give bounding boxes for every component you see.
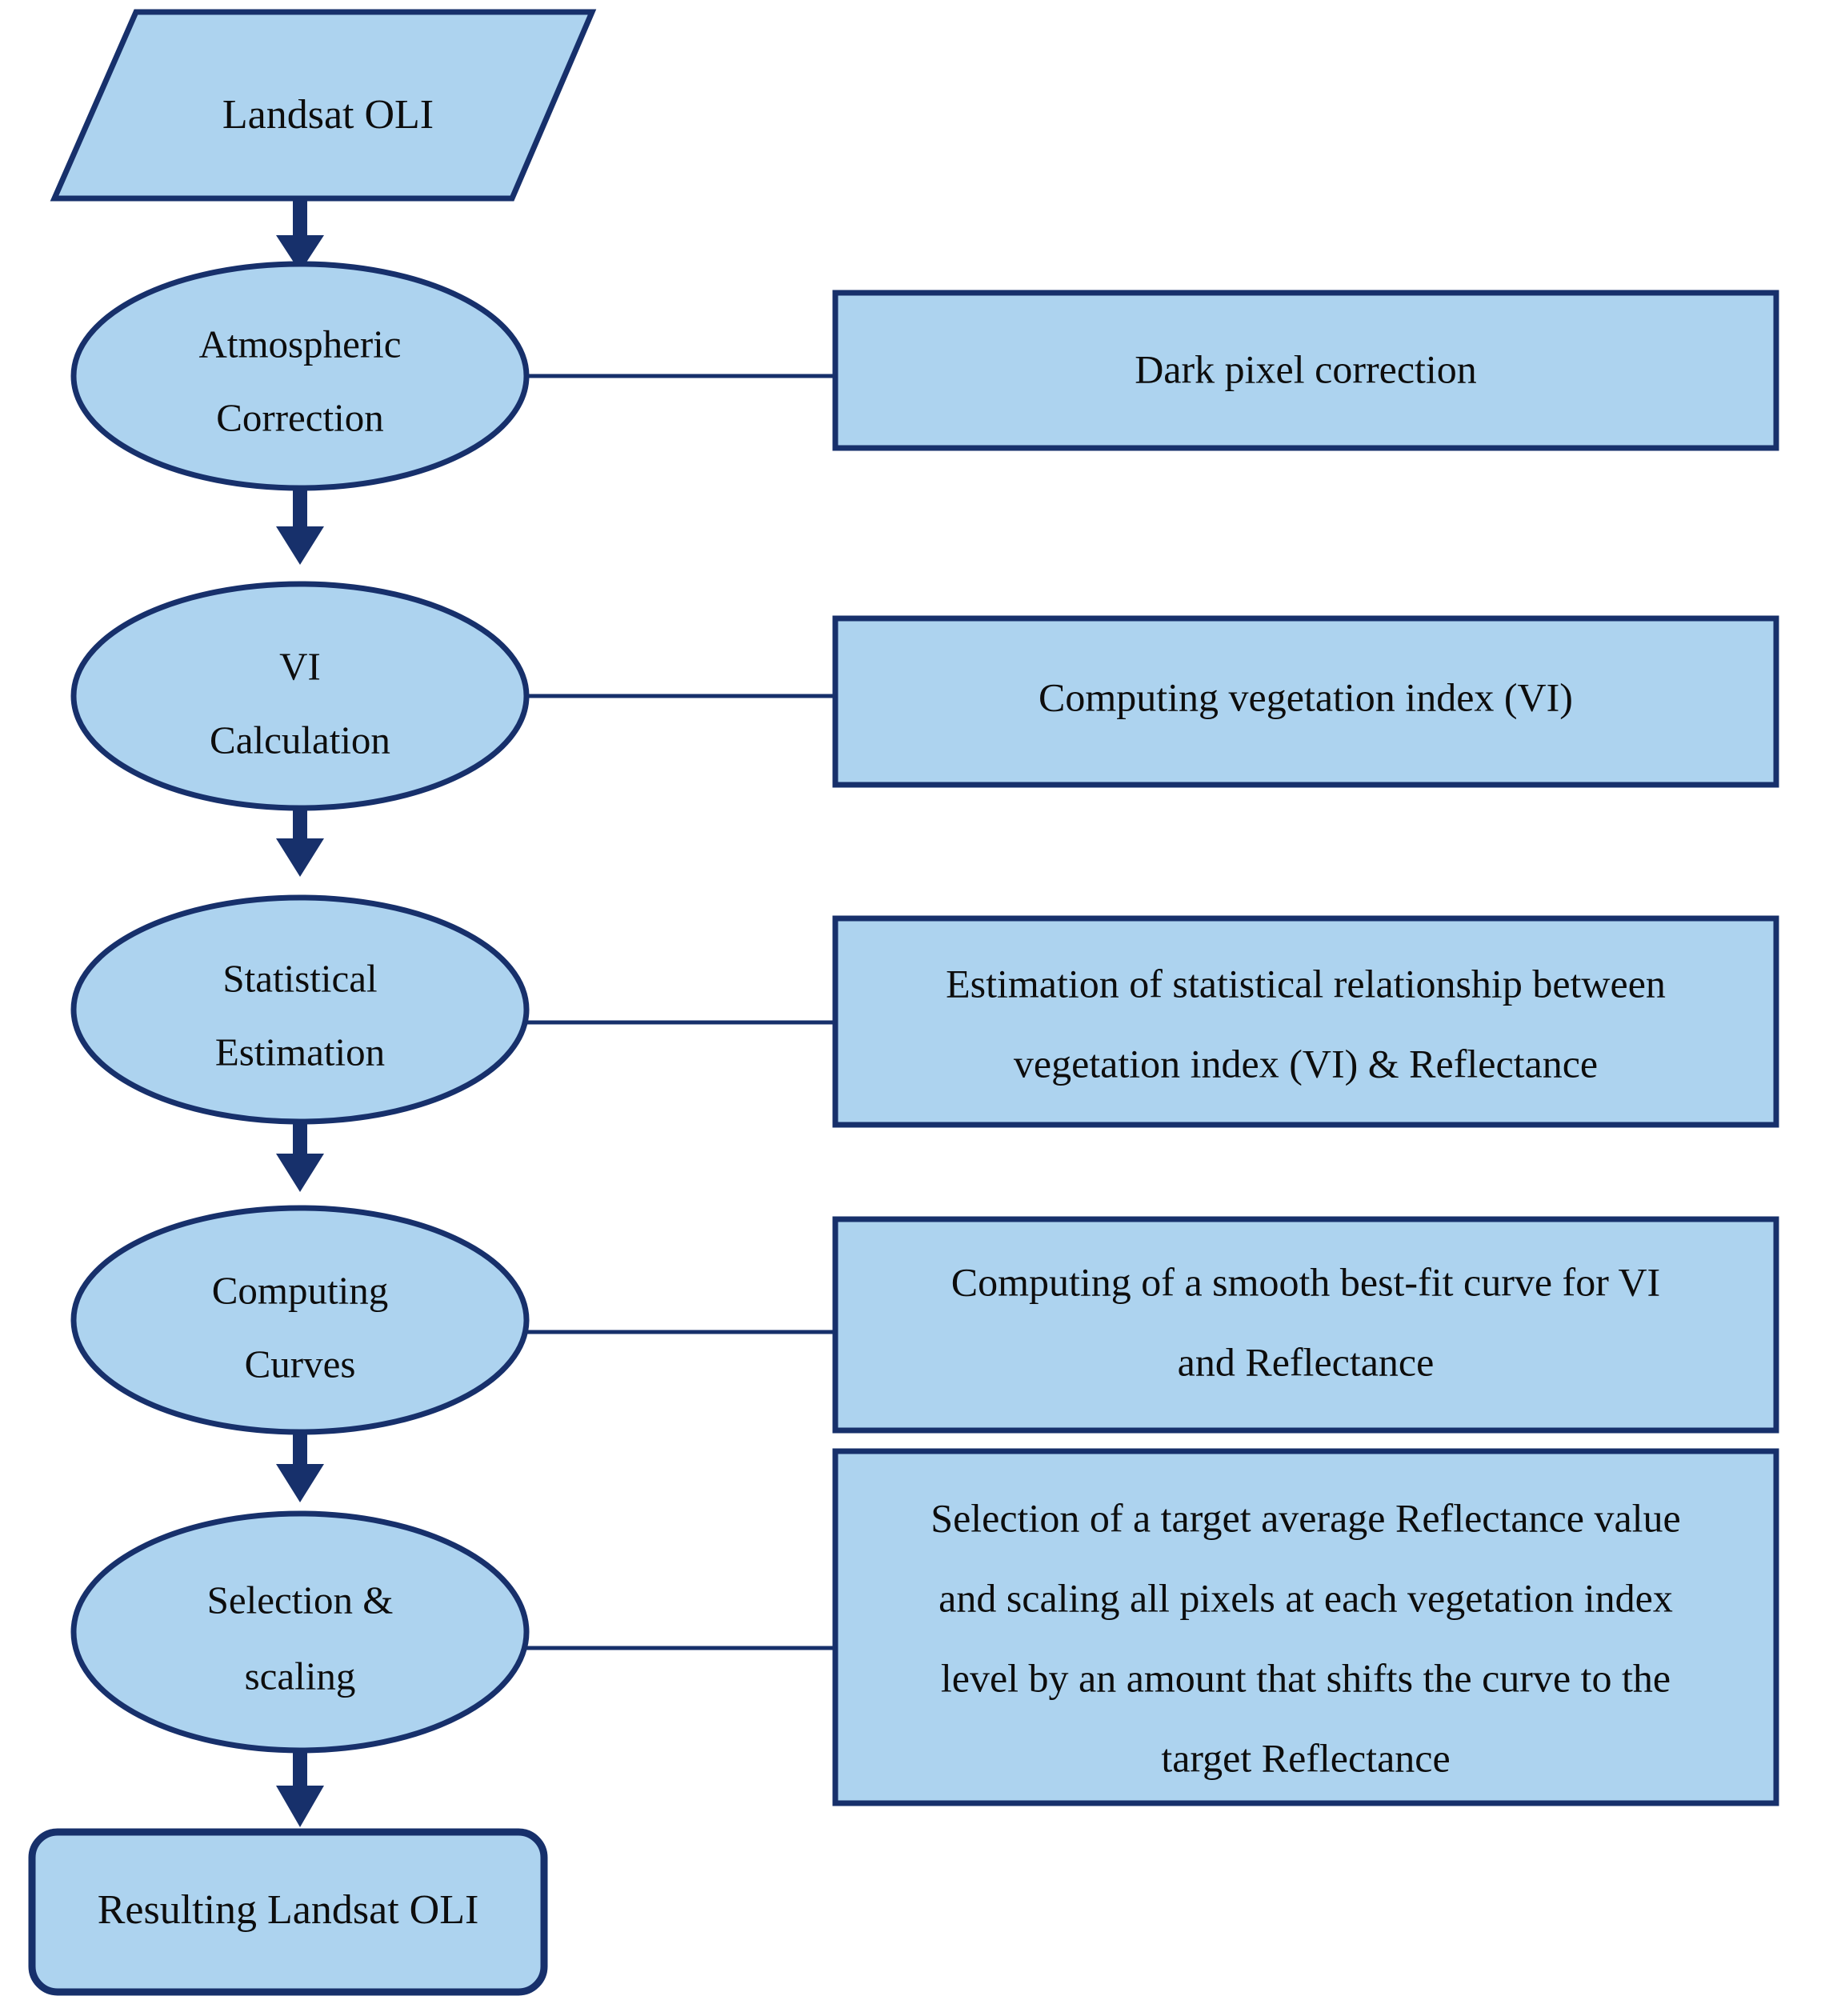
block-arrow-glyph bbox=[276, 1120, 324, 1192]
node-label-step-1-line-2: Correction bbox=[216, 395, 384, 439]
node-label-step-3-line-1: Statistical bbox=[222, 956, 377, 1000]
detail-box-1[interactable]: Dark pixel correction bbox=[832, 290, 1779, 451]
detail-box-3-line-1: Estimation of statistical relationship b… bbox=[946, 961, 1666, 1006]
arrow-down-5 bbox=[276, 1430, 324, 1502]
detail-box-4[interactable]: Computing of a smooth best-fit curve for… bbox=[832, 1216, 1779, 1434]
arrow-down-6 bbox=[276, 1749, 324, 1827]
detail-box-5-line-1: Selection of a target average Reflectanc… bbox=[931, 1495, 1680, 1540]
detail-box-5-line-3: level by an amount that shifts the curve… bbox=[941, 1655, 1671, 1700]
block-arrow-glyph bbox=[276, 486, 324, 565]
detail-box-3[interactable]: Estimation of statistical relationship b… bbox=[832, 915, 1779, 1128]
node-label-step-2-line-2: Calculation bbox=[210, 718, 390, 762]
detail-box-3-line-2: vegetation index (VI) & Reflectance bbox=[1014, 1041, 1598, 1086]
node-label-step-2-line-1: VI bbox=[279, 644, 321, 688]
node-step-2[interactable]: VI Calculation bbox=[70, 581, 530, 811]
node-step-3[interactable]: Statistical Estimation bbox=[70, 894, 530, 1125]
arrow-down-1 bbox=[276, 200, 324, 272]
node-step-5[interactable]: Selection & scaling bbox=[70, 1510, 530, 1754]
detail-box-2-line-1: Computing vegetation index (VI) bbox=[1039, 674, 1573, 719]
block-arrow-glyph bbox=[276, 1749, 324, 1827]
node-label-result: Resulting Landsat OLI bbox=[98, 1887, 479, 1933]
ellipse-shape-4 bbox=[70, 1205, 530, 1435]
ellipse-shape-1 bbox=[70, 261, 530, 491]
node-step-1[interactable]: Atmospheric Correction bbox=[70, 261, 530, 491]
detail-box-1-line-1: Dark pixel correction bbox=[1135, 346, 1477, 391]
block-arrow-glyph bbox=[276, 806, 324, 877]
node-landsat-oli-source[interactable]: Landsat OLI bbox=[50, 9, 597, 202]
rect-shape-5 bbox=[832, 1448, 1779, 1806]
rect-shape-2 bbox=[832, 615, 1779, 788]
rect-shape-4 bbox=[832, 1216, 1779, 1434]
detail-box-5-line-2: and scaling all pixels at each vegetatio… bbox=[939, 1575, 1673, 1620]
ellipse-shape-3 bbox=[70, 894, 530, 1125]
node-label-step-5-line-1: Selection & bbox=[207, 1578, 394, 1622]
detail-box-2[interactable]: Computing vegetation index (VI) bbox=[832, 615, 1779, 788]
detail-box-4-line-1: Computing of a smooth best-fit curve for… bbox=[951, 1259, 1660, 1304]
detail-box-4-line-2: and Reflectance bbox=[1178, 1339, 1435, 1384]
node-label-step-5-line-2: scaling bbox=[245, 1654, 356, 1698]
node-label-step-3-line-2: Estimation bbox=[215, 1030, 385, 1074]
block-arrow-glyph bbox=[276, 200, 324, 272]
ellipse-shape-2 bbox=[70, 581, 530, 811]
arrow-down-2 bbox=[276, 486, 324, 565]
rect-shape-3 bbox=[832, 915, 1779, 1128]
node-label-step-1-line-1: Atmospheric bbox=[198, 322, 401, 366]
node-label-step-4-line-1: Computing bbox=[212, 1268, 389, 1312]
parallelogram-shape bbox=[50, 9, 597, 202]
block-arrow-glyph bbox=[276, 1430, 324, 1502]
node-label-source: Landsat OLI bbox=[222, 92, 434, 138]
arrow-down-3 bbox=[276, 806, 324, 877]
rounded-rect-shape bbox=[28, 1828, 548, 1996]
detail-box-5-line-4: target Reflectance bbox=[1161, 1735, 1450, 1780]
arrow-down-4 bbox=[276, 1120, 324, 1192]
detail-box-5[interactable]: Selection of a target average Reflectanc… bbox=[832, 1448, 1779, 1806]
rect-shape-1 bbox=[832, 290, 1779, 451]
node-label-step-4-line-2: Curves bbox=[245, 1342, 356, 1386]
node-resulting-landsat-oli[interactable]: Resulting Landsat OLI bbox=[28, 1828, 548, 1996]
ellipse-shape-5 bbox=[70, 1510, 530, 1754]
node-step-4[interactable]: Computing Curves bbox=[70, 1205, 530, 1435]
